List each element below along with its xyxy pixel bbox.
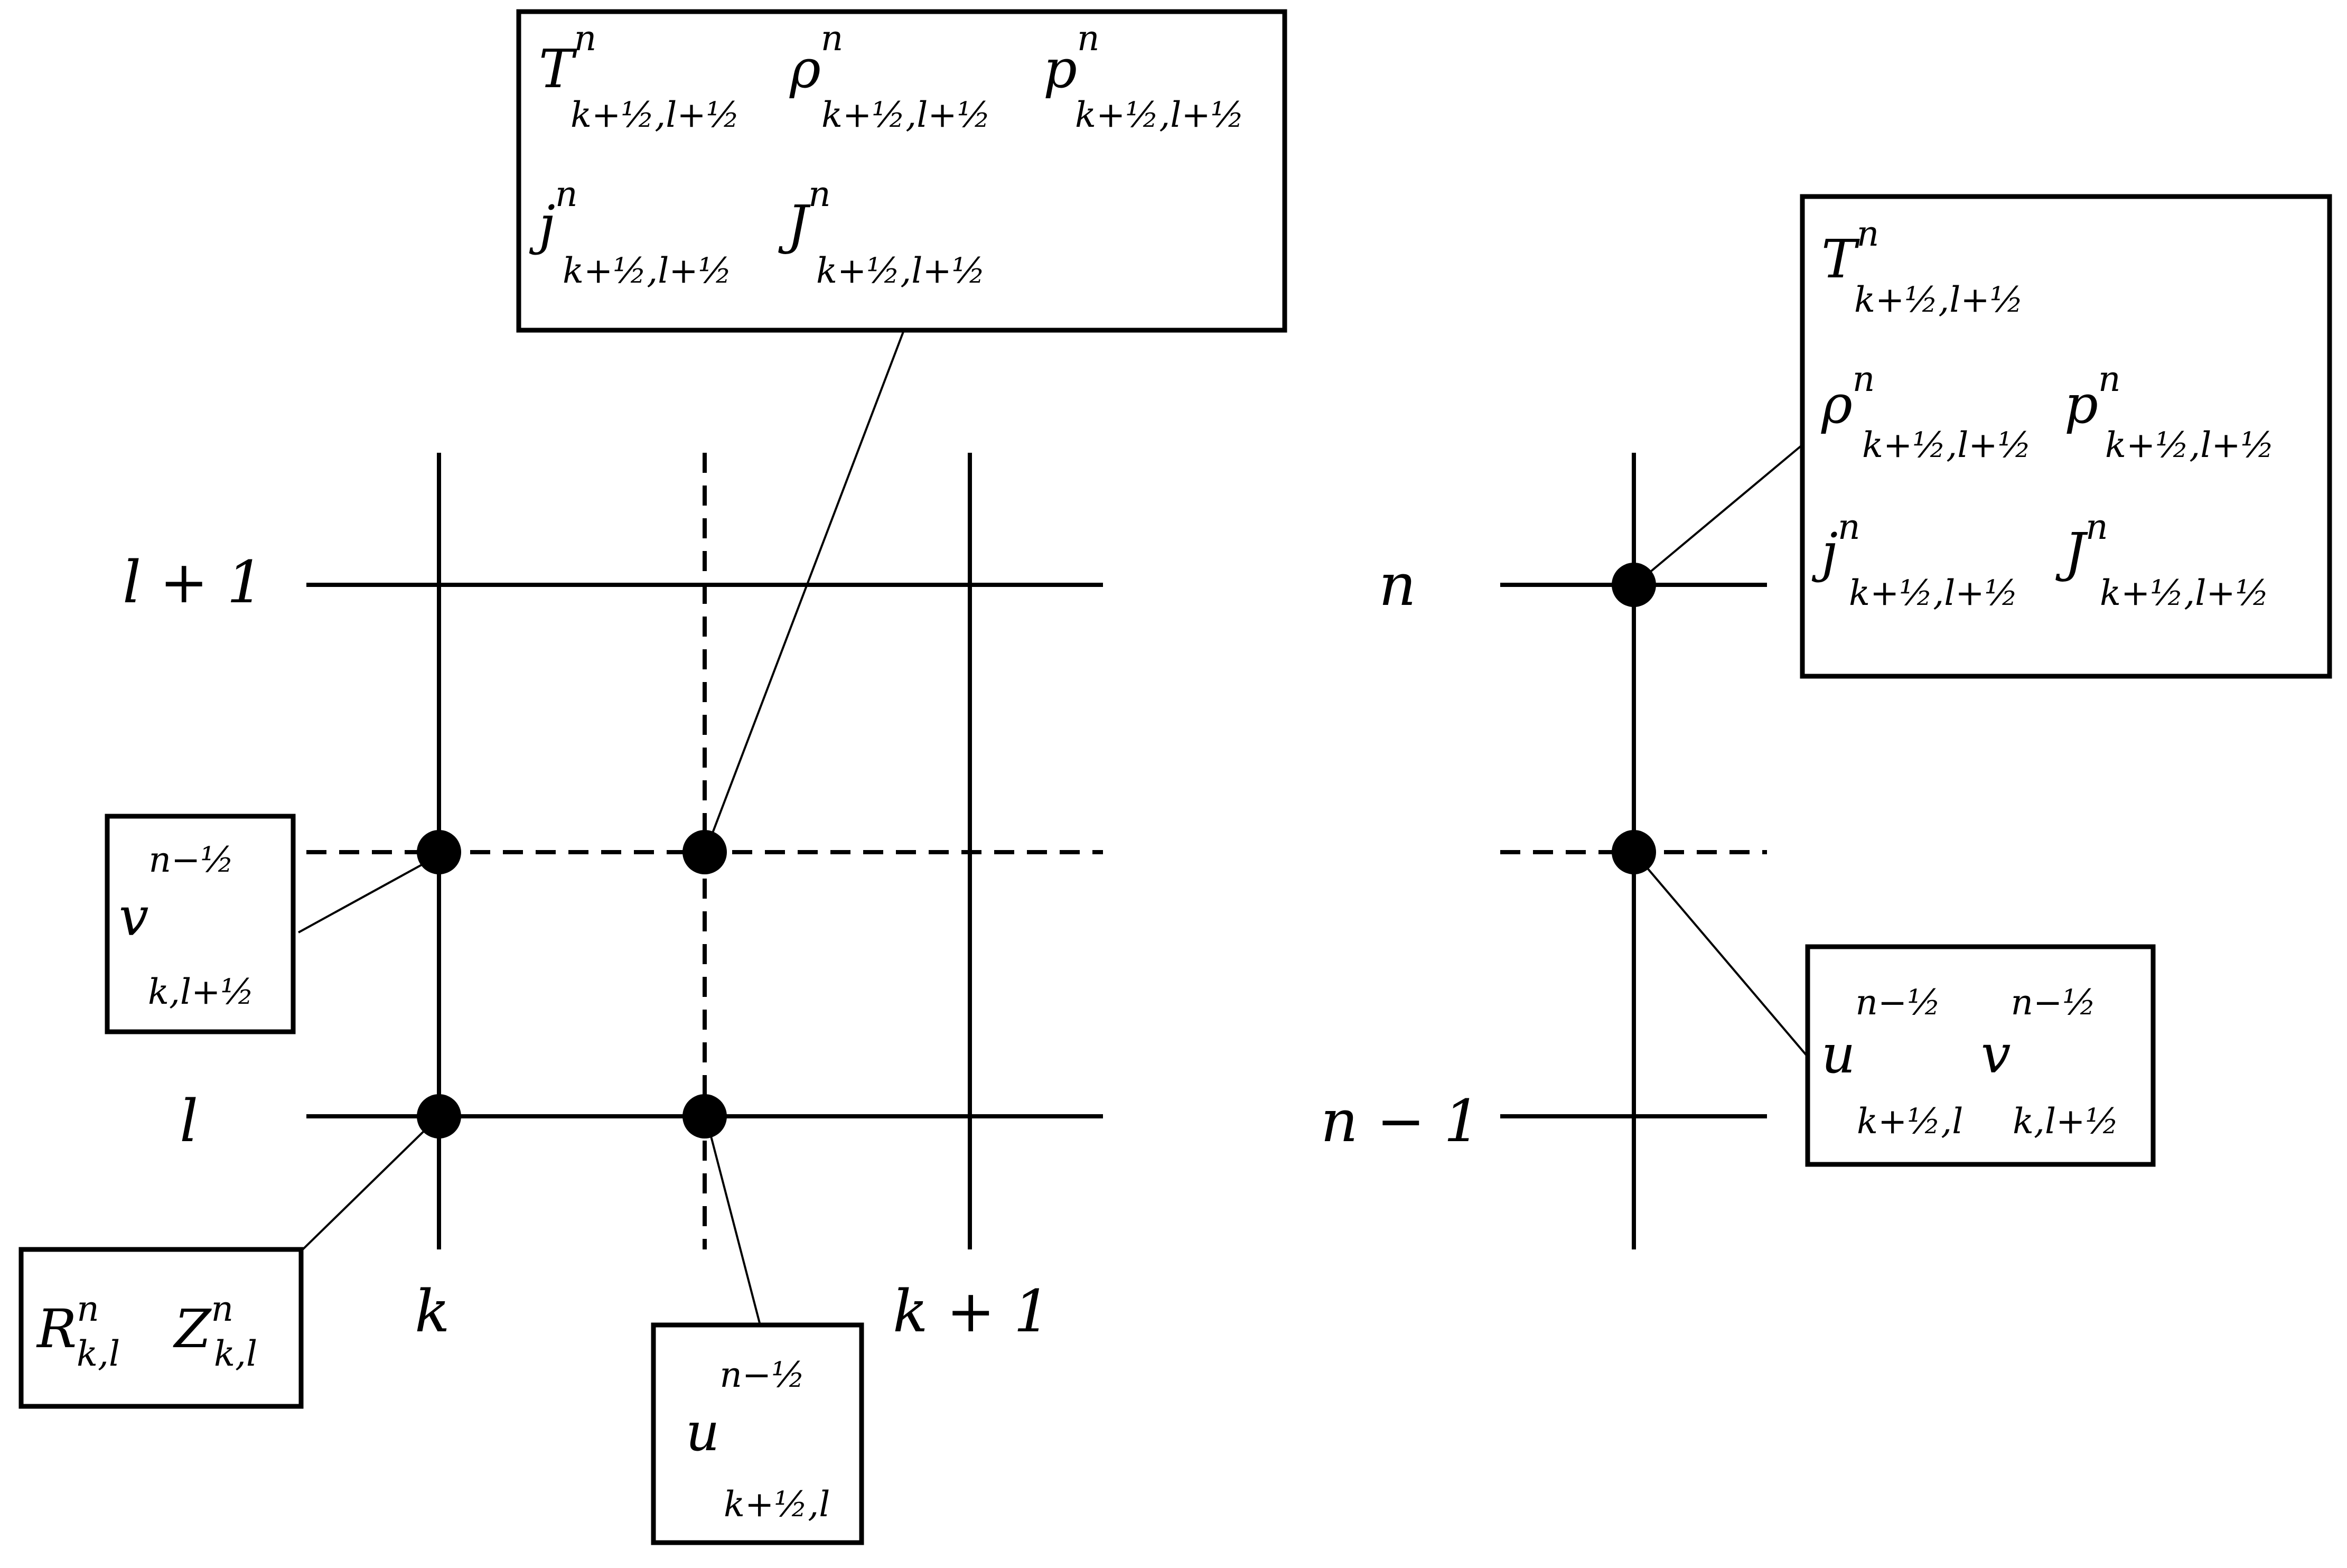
box-frame	[516, 9, 1287, 333]
left-grid	[306, 453, 1103, 1249]
node-u	[682, 1094, 727, 1138]
leader-lines	[298, 331, 1814, 1328]
leader-bottom-left	[300, 1120, 435, 1252]
right-grid-labels: n n − 1	[1321, 551, 1481, 1155]
box-frame	[1805, 944, 2156, 1167]
node-time-half	[1612, 830, 1656, 874]
col-label-k-plus-1: k + 1	[893, 1277, 1051, 1345]
leader-right-bottom	[1638, 857, 1814, 1064]
leader-left-v	[298, 857, 434, 934]
col-label-k: k	[415, 1277, 450, 1345]
row-label-l: l	[180, 1087, 198, 1155]
box-frame	[651, 1322, 864, 1545]
box-frame	[1800, 194, 2332, 679]
row-label-n: n	[1379, 551, 1416, 619]
right-grid	[1500, 453, 1767, 1249]
node-v	[417, 830, 461, 874]
leader-right-top	[1638, 444, 1803, 582]
node-cell-center	[682, 830, 727, 874]
row-label-n-minus-1: n − 1	[1321, 1087, 1481, 1155]
row-label-l-plus-1: l + 1	[123, 548, 264, 616]
leader-bottom-u	[707, 1124, 762, 1328]
node-time-n	[1612, 563, 1656, 607]
left-grid-labels: l + 1 l k k + 1	[123, 548, 1051, 1345]
box-frame	[105, 814, 296, 1034]
box-frame	[18, 1247, 304, 1409]
leader-top-center	[707, 331, 904, 846]
